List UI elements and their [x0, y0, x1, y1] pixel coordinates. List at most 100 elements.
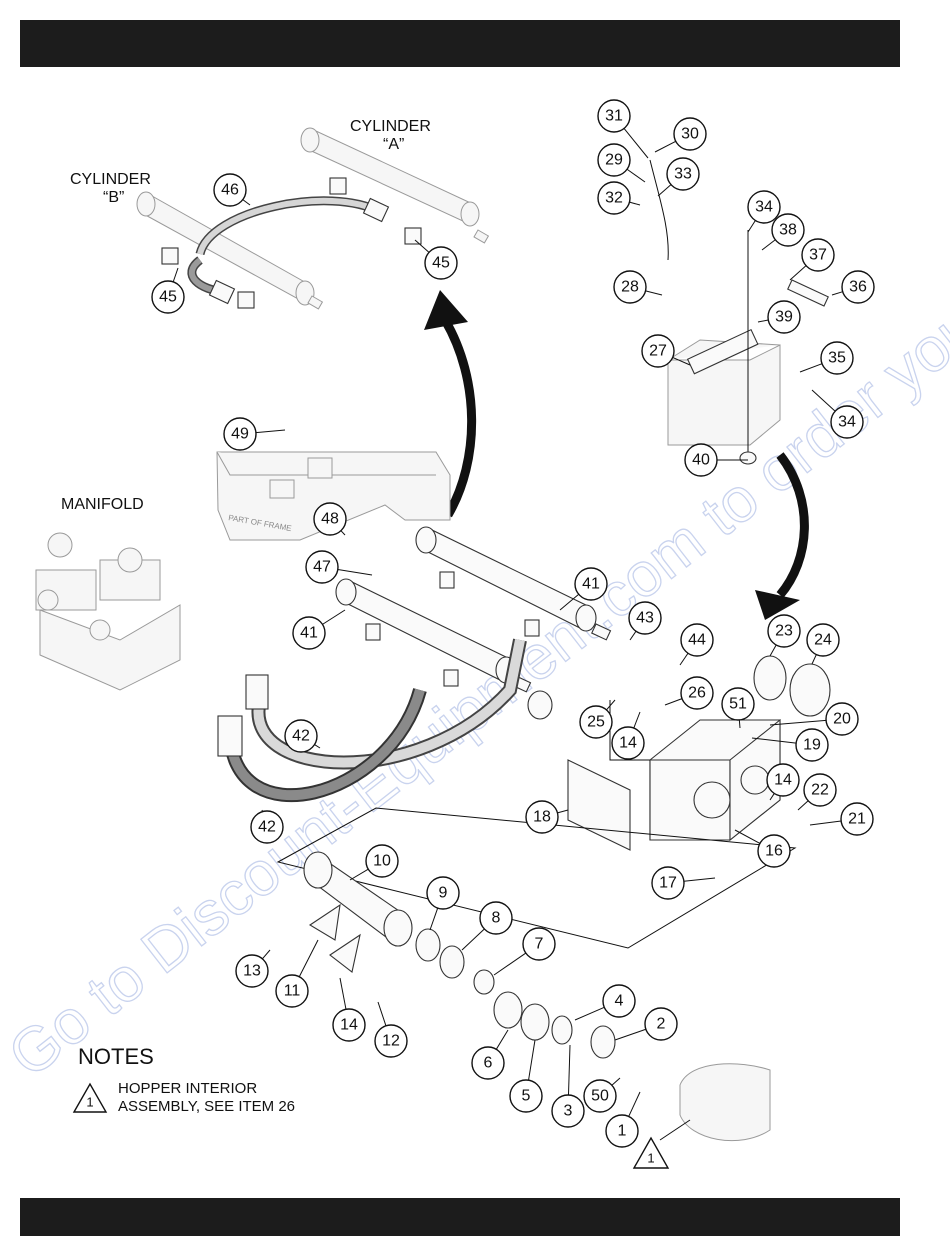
callout-number: 42 [258, 819, 276, 836]
manifold-label: MANIFOLD [61, 496, 144, 513]
callout-leader-line [654, 140, 677, 153]
callout-circle [284, 719, 318, 753]
callout-circle [235, 954, 269, 988]
callout-circle [605, 1114, 639, 1148]
callout-number: 39 [775, 309, 793, 326]
callout-number: 29 [605, 152, 623, 169]
callout-51: 51 [721, 687, 755, 729]
callout-circle [250, 810, 284, 844]
callout-circle [471, 1046, 505, 1080]
callout-circle [820, 341, 854, 375]
callout-leader-line [799, 363, 823, 373]
callout-circle [305, 550, 339, 584]
cylinder-41-upper [415, 526, 612, 641]
callout-number: 8 [492, 910, 501, 927]
callout-circle [374, 1024, 408, 1058]
callout-circle [332, 1008, 366, 1042]
cylinder-a-id: “A” [383, 136, 404, 153]
callout-leader-line [628, 1091, 641, 1117]
callout-leader-line [322, 609, 346, 625]
callout-16: 16 [734, 829, 791, 868]
callout-circle [801, 238, 835, 272]
callout-number: 40 [692, 452, 710, 469]
cylinder-a-drawing [300, 127, 490, 245]
hose-42-light [245, 638, 527, 770]
callout-circle [840, 802, 874, 836]
callout-circle [628, 601, 662, 635]
callout-leader-line [255, 429, 286, 434]
callout-number: 18 [533, 809, 551, 826]
hose-42-dark [217, 688, 427, 803]
callout-number: 1 [618, 1123, 627, 1140]
callout-leader-line [414, 239, 430, 253]
callout-number: 50 [591, 1088, 609, 1105]
callout-number: 49 [231, 426, 249, 443]
callout-number: 45 [159, 289, 177, 306]
bracket-14 [329, 933, 361, 973]
callout-leader-line [629, 630, 637, 641]
notes-text: HOPPER INTERIOR ASSEMBLY, SEE ITEM 26 [118, 1080, 295, 1116]
callout-circle [684, 443, 718, 477]
callout-2: 2 [614, 1007, 678, 1041]
notes-title: NOTES [78, 1044, 154, 1069]
callout-23: 23 [767, 614, 801, 657]
callout-49: 49 [223, 417, 286, 451]
callout-14: 14 [611, 711, 645, 760]
callout-18: 18 [525, 800, 569, 834]
header-bar [20, 20, 900, 67]
callout-leader-line [769, 644, 777, 657]
bracket-assembly [667, 230, 829, 465]
callout-number: 16 [765, 843, 783, 860]
cable-32 [649, 159, 669, 261]
callout-leader-line [679, 652, 689, 666]
callout-leader-line [831, 291, 843, 296]
callout-39: 39 [757, 300, 801, 334]
callout-50: 50 [583, 1077, 621, 1113]
callout-circle [579, 705, 613, 739]
callout-leader-line [629, 201, 641, 206]
callout-circle [424, 246, 458, 280]
callout-circle [611, 726, 645, 760]
callout-leader-line [242, 199, 251, 206]
callout-circle [673, 117, 707, 151]
callout-number: 10 [373, 853, 391, 870]
callout-number: 2 [657, 1016, 666, 1033]
callout-number: 9 [439, 885, 448, 902]
callout-circle [583, 1079, 617, 1113]
callout-6: 6 [471, 1029, 509, 1080]
callout-leader-line [757, 319, 769, 323]
frame-drawing [216, 451, 451, 541]
callout-4: 4 [574, 984, 636, 1021]
callout-number: 19 [803, 737, 821, 754]
callout-circle [803, 773, 837, 807]
callout-leader-line [606, 699, 616, 711]
callout-circle [651, 866, 685, 900]
callout-leader-line [633, 711, 641, 729]
callout-number: 23 [775, 623, 793, 640]
callout-number: 45 [432, 255, 450, 272]
callout-25: 25 [579, 699, 616, 739]
callout-circle [825, 702, 859, 736]
hub-4 [551, 1015, 573, 1045]
callout-circle [806, 623, 840, 657]
callout-number: 14 [619, 735, 637, 752]
callout-circle [522, 927, 556, 961]
callout-number: 47 [313, 559, 331, 576]
callout-leader-line [809, 820, 842, 826]
callout-number: 11 [284, 983, 301, 1000]
callout-26: 26 [664, 676, 714, 710]
callout-38: 38 [761, 213, 805, 251]
callout-17: 17 [651, 866, 716, 900]
callout-42: 42 [284, 719, 321, 753]
callout-leader-line [461, 928, 485, 951]
callout-22: 22 [797, 773, 837, 811]
callout-41: 41 [292, 609, 346, 650]
callout-leader-line [657, 184, 672, 197]
manifold-drawing [35, 532, 181, 691]
callout-19: 19 [751, 728, 829, 762]
note-triangle-icon [72, 1082, 108, 1113]
callout-number: 35 [828, 350, 846, 367]
callout-number: 20 [833, 711, 851, 728]
callout-circle [644, 1007, 678, 1041]
